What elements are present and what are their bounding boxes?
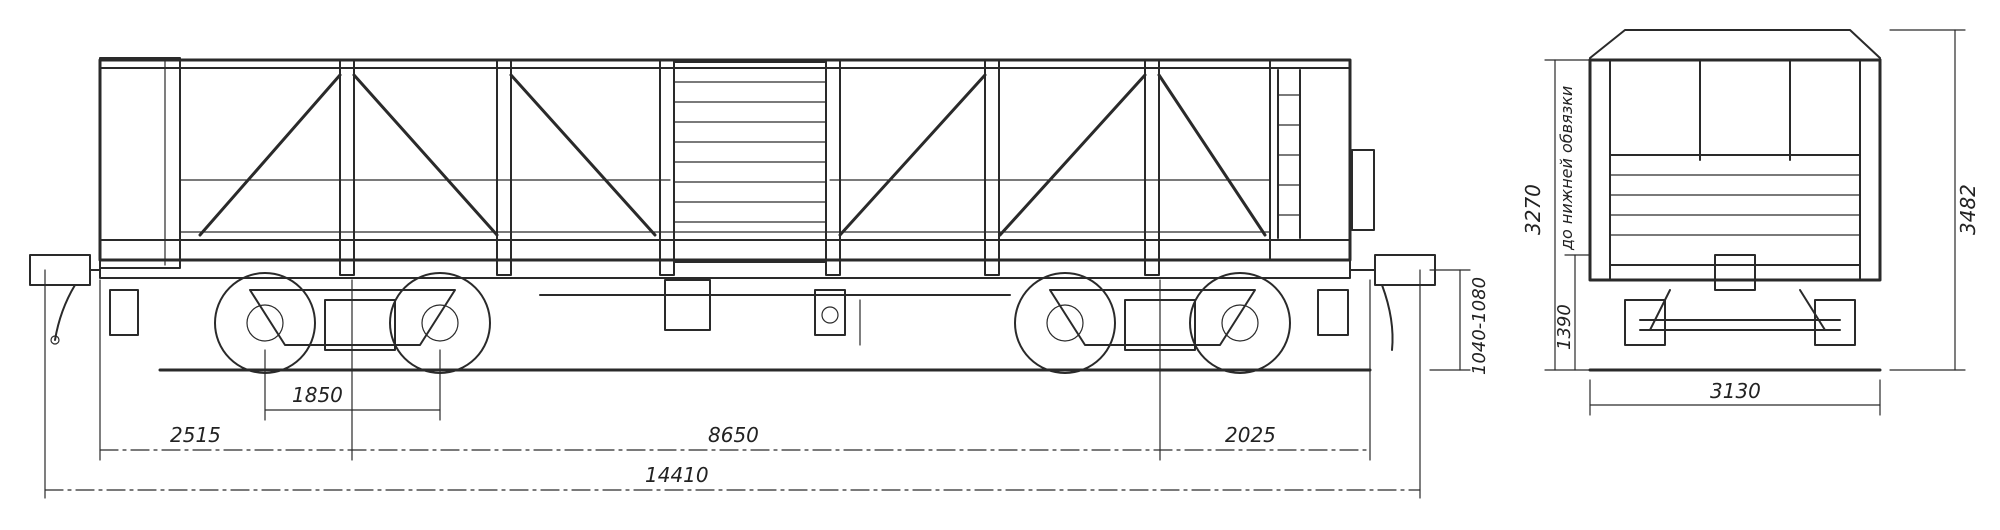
dim-coupler-height: 1040-1080 [1469, 277, 1490, 375]
brake-gear [539, 279, 1011, 346]
car-body [98, 58, 1352, 262]
end-view: 3270 до нижней обвязки 1390 3482 3130 [1521, 29, 1980, 416]
underframe [99, 239, 1351, 279]
right-bogie [1014, 272, 1291, 374]
dim-rear-overhang: 2025 [1225, 423, 1276, 447]
dim-height-to-strapping: 3270 [1521, 184, 1545, 235]
dim-total-height: 3482 [1956, 184, 1980, 235]
side-stakes [339, 59, 1160, 276]
side-dimensions [44, 269, 1471, 499]
diagonal-braces [198, 73, 1267, 237]
dim-width: 3130 [1710, 379, 1761, 403]
ladder [1277, 69, 1301, 239]
dim-strapping-note: до нижней обвязки [1557, 86, 1576, 251]
left-end-wall [99, 57, 181, 269]
right-coupler [1317, 254, 1436, 351]
dim-overall-length: 14410 [645, 463, 709, 487]
left-coupler [29, 254, 139, 345]
dim-bogie-wheelbase: 1850 [292, 383, 343, 407]
dim-bogie-centers: 8650 [708, 423, 759, 447]
dim-front-overhang: 2515 [170, 423, 221, 447]
dim-height-1390: 1390 [1554, 304, 1575, 350]
side-view: 1850 2515 8650 2025 14410 1040-1080 [29, 57, 1490, 499]
centre-door [673, 61, 827, 263]
